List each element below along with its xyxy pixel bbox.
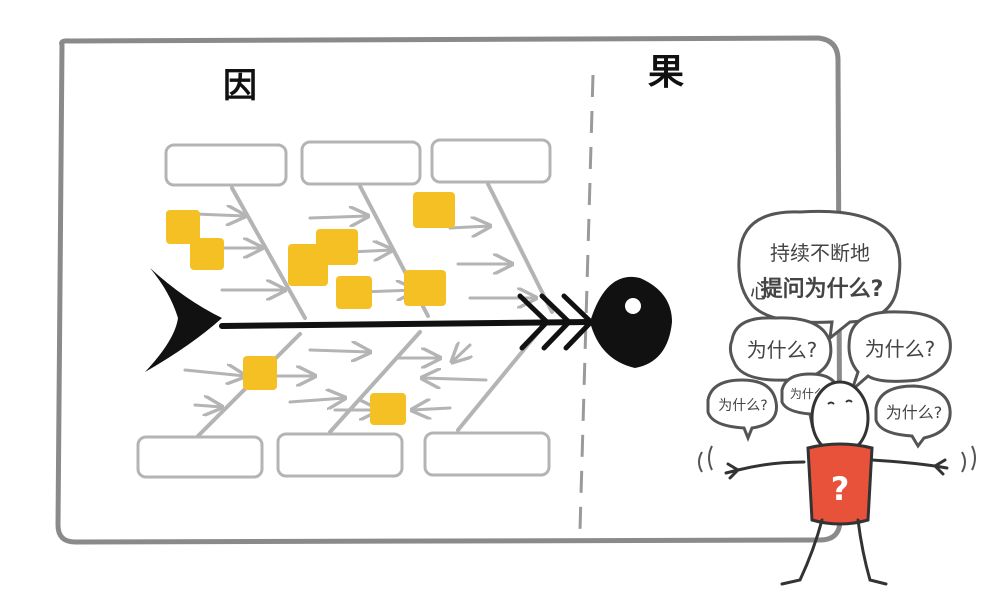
sub-arrow [308,350,370,352]
sticky-note [336,276,372,309]
sub-arrow [422,378,488,380]
bubble-why-small-left-text: 为什么? [718,398,767,414]
motion-marks-right [961,445,976,473]
bubble-main-line2: 提问为什么? [761,276,884,302]
shirt-question-mark: ? [831,470,850,508]
fish-eye [625,298,641,314]
speech-bubble-main [737,209,902,342]
bubble-why-right-text: 为什么? [865,337,936,361]
bone-upper-3 [486,182,554,314]
person-right-arm [870,458,949,476]
sticky-note [243,356,277,390]
person-left-leg [780,518,824,586]
person-shirt [806,442,874,526]
motion-marks-left [698,445,713,473]
category-box-top-2 [300,140,422,186]
sub-arrow [452,345,470,362]
chevron [517,293,550,351]
sticky-note [166,210,200,244]
fish-tail [145,268,222,372]
bubble-why-left-text: 为什么? [747,338,818,362]
bottom-category-boxes [136,431,551,479]
sub-arrow [448,226,490,228]
sticky-note [404,270,446,306]
speech-bubble-why-small-right [874,384,952,449]
effect-heading: 果 [648,52,684,93]
chevron [539,293,572,351]
thinking-person: ? [698,380,976,586]
cause-effect-divider [578,74,595,531]
fish-spine [219,319,593,329]
speech-bubble-why-small-left [706,378,778,443]
category-box-bottom-3 [423,431,551,477]
sub-arrow [412,408,452,410]
person-right-leg [856,518,888,586]
top-category-boxes [164,138,552,187]
sub-arrow [288,398,345,402]
category-box-bottom-2 [276,432,404,478]
bubble-why-small-right-text: 为什么? [886,403,943,422]
bubble-main-line1: 持续不断地 [770,241,870,265]
category-box-top-3 [430,138,552,184]
sticky-note [288,244,328,286]
speech-bubble-why-right [847,310,952,395]
bubble-main-heart: 心 [750,279,770,303]
sub-arrow [183,370,245,376]
category-box-bottom-1 [136,435,264,479]
sub-arrow [193,405,222,407]
sticky-notes [166,192,455,425]
sticky-note [370,393,406,425]
person-eyes [827,399,853,405]
sub-arrow [308,216,368,218]
cause-heading: 因 [223,66,257,106]
sticky-note [190,238,224,270]
category-box-top-1 [164,143,288,187]
fish-head [590,276,672,368]
sub-arrow [193,214,245,216]
sticky-note [413,192,455,228]
bone-lower-2 [328,330,422,434]
person-left-arm [724,460,806,480]
